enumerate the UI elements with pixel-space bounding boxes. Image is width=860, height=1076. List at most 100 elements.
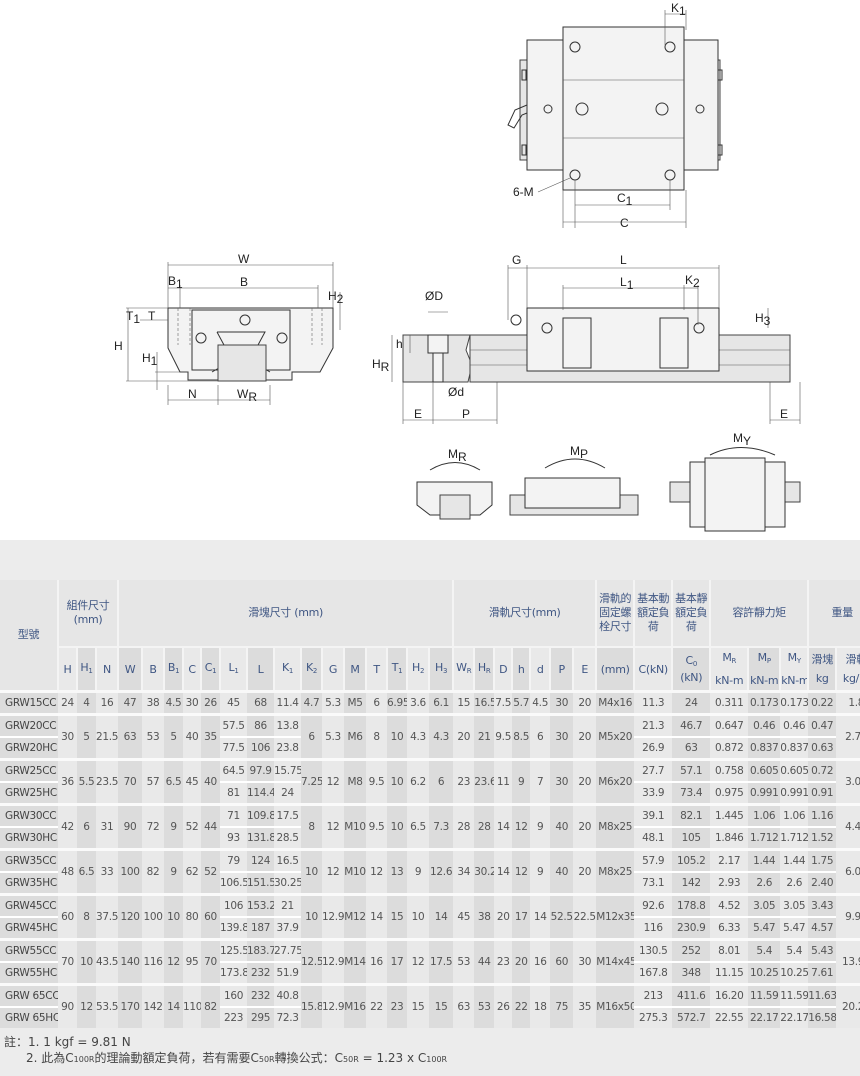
cell-kg: 7.61 bbox=[808, 961, 837, 985]
column-subscript: Y bbox=[796, 657, 801, 665]
cell-mp: 22.17 bbox=[748, 1006, 781, 1028]
cell-cdyn: 116 bbox=[634, 916, 673, 940]
model-cell: GRW35CC bbox=[0, 848, 58, 872]
label-w: W bbox=[238, 252, 250, 266]
cell-d: 6 bbox=[530, 713, 551, 760]
cell-b: 38 bbox=[142, 690, 165, 715]
cell-k1: 28.5 bbox=[274, 826, 302, 850]
cell-my: 2.6 bbox=[780, 871, 809, 895]
cell-h1: 5 bbox=[77, 713, 96, 760]
cell-mr: 0.311 bbox=[710, 690, 749, 715]
cell-d: 16 bbox=[530, 938, 551, 985]
cell-t: 16 bbox=[366, 938, 388, 985]
column-header: H1 bbox=[77, 647, 97, 693]
cell-h1: 12 bbox=[77, 983, 96, 1028]
model-cell: GRW55HC bbox=[0, 961, 58, 985]
cell-l1: 139.8 bbox=[220, 916, 248, 940]
cell-l1: 45 bbox=[220, 690, 248, 715]
column-header: C0 (kN) bbox=[672, 647, 712, 693]
cell-h2: 15 bbox=[407, 983, 430, 1028]
note-subscript: 100R bbox=[73, 1055, 95, 1064]
cell-k2: 12.5 bbox=[301, 938, 323, 985]
cell-c0: 24 bbox=[672, 690, 711, 715]
cell-c0: 105.2 bbox=[672, 848, 711, 872]
column-header: HR bbox=[474, 647, 496, 693]
cell-g: 12 bbox=[322, 803, 345, 850]
cell-mp: 0.46 bbox=[748, 713, 781, 737]
label-hr: HR bbox=[372, 357, 390, 374]
column-symbol: C bbox=[204, 660, 213, 674]
cell-my: 22.17 bbox=[780, 1006, 809, 1028]
label-n: N bbox=[188, 387, 197, 401]
cell-bolt: M6x20 bbox=[596, 758, 635, 805]
column-symbol: kg/m bbox=[842, 672, 860, 685]
column-symbol: B bbox=[149, 662, 157, 676]
cell-t: 12 bbox=[366, 848, 388, 895]
cell-l1: 160 bbox=[220, 983, 248, 1007]
cell-h2: 6.5 bbox=[407, 803, 430, 850]
cell-h3: 17.5 bbox=[429, 938, 454, 985]
cell-l1: 71 bbox=[220, 803, 248, 827]
label-b1: B1 bbox=[168, 274, 183, 291]
cell-p: 30 bbox=[550, 713, 574, 760]
column-symbol: K bbox=[305, 660, 313, 674]
cell-kg: 2.40 bbox=[808, 871, 837, 895]
column-header: W bbox=[118, 647, 144, 693]
column-symbol: kg bbox=[815, 672, 829, 685]
column-symbol: D bbox=[499, 662, 508, 676]
cell-mp: 3.05 bbox=[748, 893, 781, 917]
cell-my: 1.44 bbox=[780, 848, 809, 872]
cell-b1: 14 bbox=[164, 983, 184, 1028]
column-symbol: N bbox=[103, 662, 111, 676]
cell-k2: 4.7 bbox=[301, 690, 323, 715]
cell-w: 170 bbox=[118, 983, 143, 1028]
column-symbol: M bbox=[787, 651, 798, 664]
column-header: B bbox=[142, 647, 166, 693]
model-cell: GRW 65CC bbox=[0, 983, 58, 1007]
cell-hr: 53 bbox=[474, 983, 495, 1028]
cell-hr: 23.6 bbox=[474, 758, 495, 805]
cell-d: 7 bbox=[530, 758, 551, 805]
cell-d: 9 bbox=[530, 848, 551, 895]
header-stat: 基本靜額定負荷 bbox=[672, 580, 712, 648]
cell-l: 232 bbox=[247, 961, 275, 985]
header-group-row: 型號組件尺寸 (mm)滑塊尺寸 (mm)滑軌尺寸(mm)滑軌的固定螺栓尺寸基本動… bbox=[0, 580, 860, 693]
spec-table: 型號組件尺寸 (mm)滑塊尺寸 (mm)滑軌尺寸(mm)滑軌的固定螺栓尺寸基本動… bbox=[0, 580, 860, 1028]
cell-t1: 15 bbox=[387, 893, 408, 940]
cell-kgm: 9.97 bbox=[836, 893, 860, 940]
column-unit: kN-m bbox=[750, 674, 779, 687]
cell-g: 12 bbox=[322, 848, 345, 895]
cell-my: 0.173 bbox=[780, 690, 809, 715]
cell-t1: 10 bbox=[387, 803, 408, 850]
cell-l1: 77.5 bbox=[220, 736, 248, 760]
side-view-drawing: ØD h HR Ød E P G L L1 K2 H3 E bbox=[372, 253, 801, 424]
cell-k1: 17.5 bbox=[274, 803, 302, 827]
cell-mp: 11.59 bbox=[748, 983, 781, 1007]
column-subscript: P bbox=[766, 657, 771, 665]
cell-wr: 45 bbox=[453, 893, 475, 940]
cell-k1: 51.9 bbox=[274, 961, 302, 985]
cell-c: 80 bbox=[183, 893, 202, 940]
column-symbol: M bbox=[722, 651, 732, 664]
column-header: (mm) bbox=[596, 647, 636, 693]
column-subscript: 2 bbox=[312, 666, 318, 675]
cell-kgm: 4.41 bbox=[836, 803, 860, 850]
cell-k1: 40.8 bbox=[274, 983, 302, 1007]
cell-w: 70 bbox=[118, 758, 143, 805]
column-symbol: W bbox=[124, 662, 136, 676]
cell-l: 109.8 bbox=[247, 803, 275, 827]
cell-e: 20 bbox=[573, 758, 597, 805]
cell-c1: 70 bbox=[201, 938, 221, 985]
model-cell: GRW25HC bbox=[0, 781, 58, 805]
cell-l1: 106 bbox=[220, 893, 248, 917]
model-cell: GRW45CC bbox=[0, 893, 58, 917]
cell-mr: 22.55 bbox=[710, 1006, 749, 1028]
cell-mr: 16.20 bbox=[710, 983, 749, 1007]
cell-k1: 21 bbox=[274, 893, 302, 917]
model-cell: GRW25CC bbox=[0, 758, 58, 782]
